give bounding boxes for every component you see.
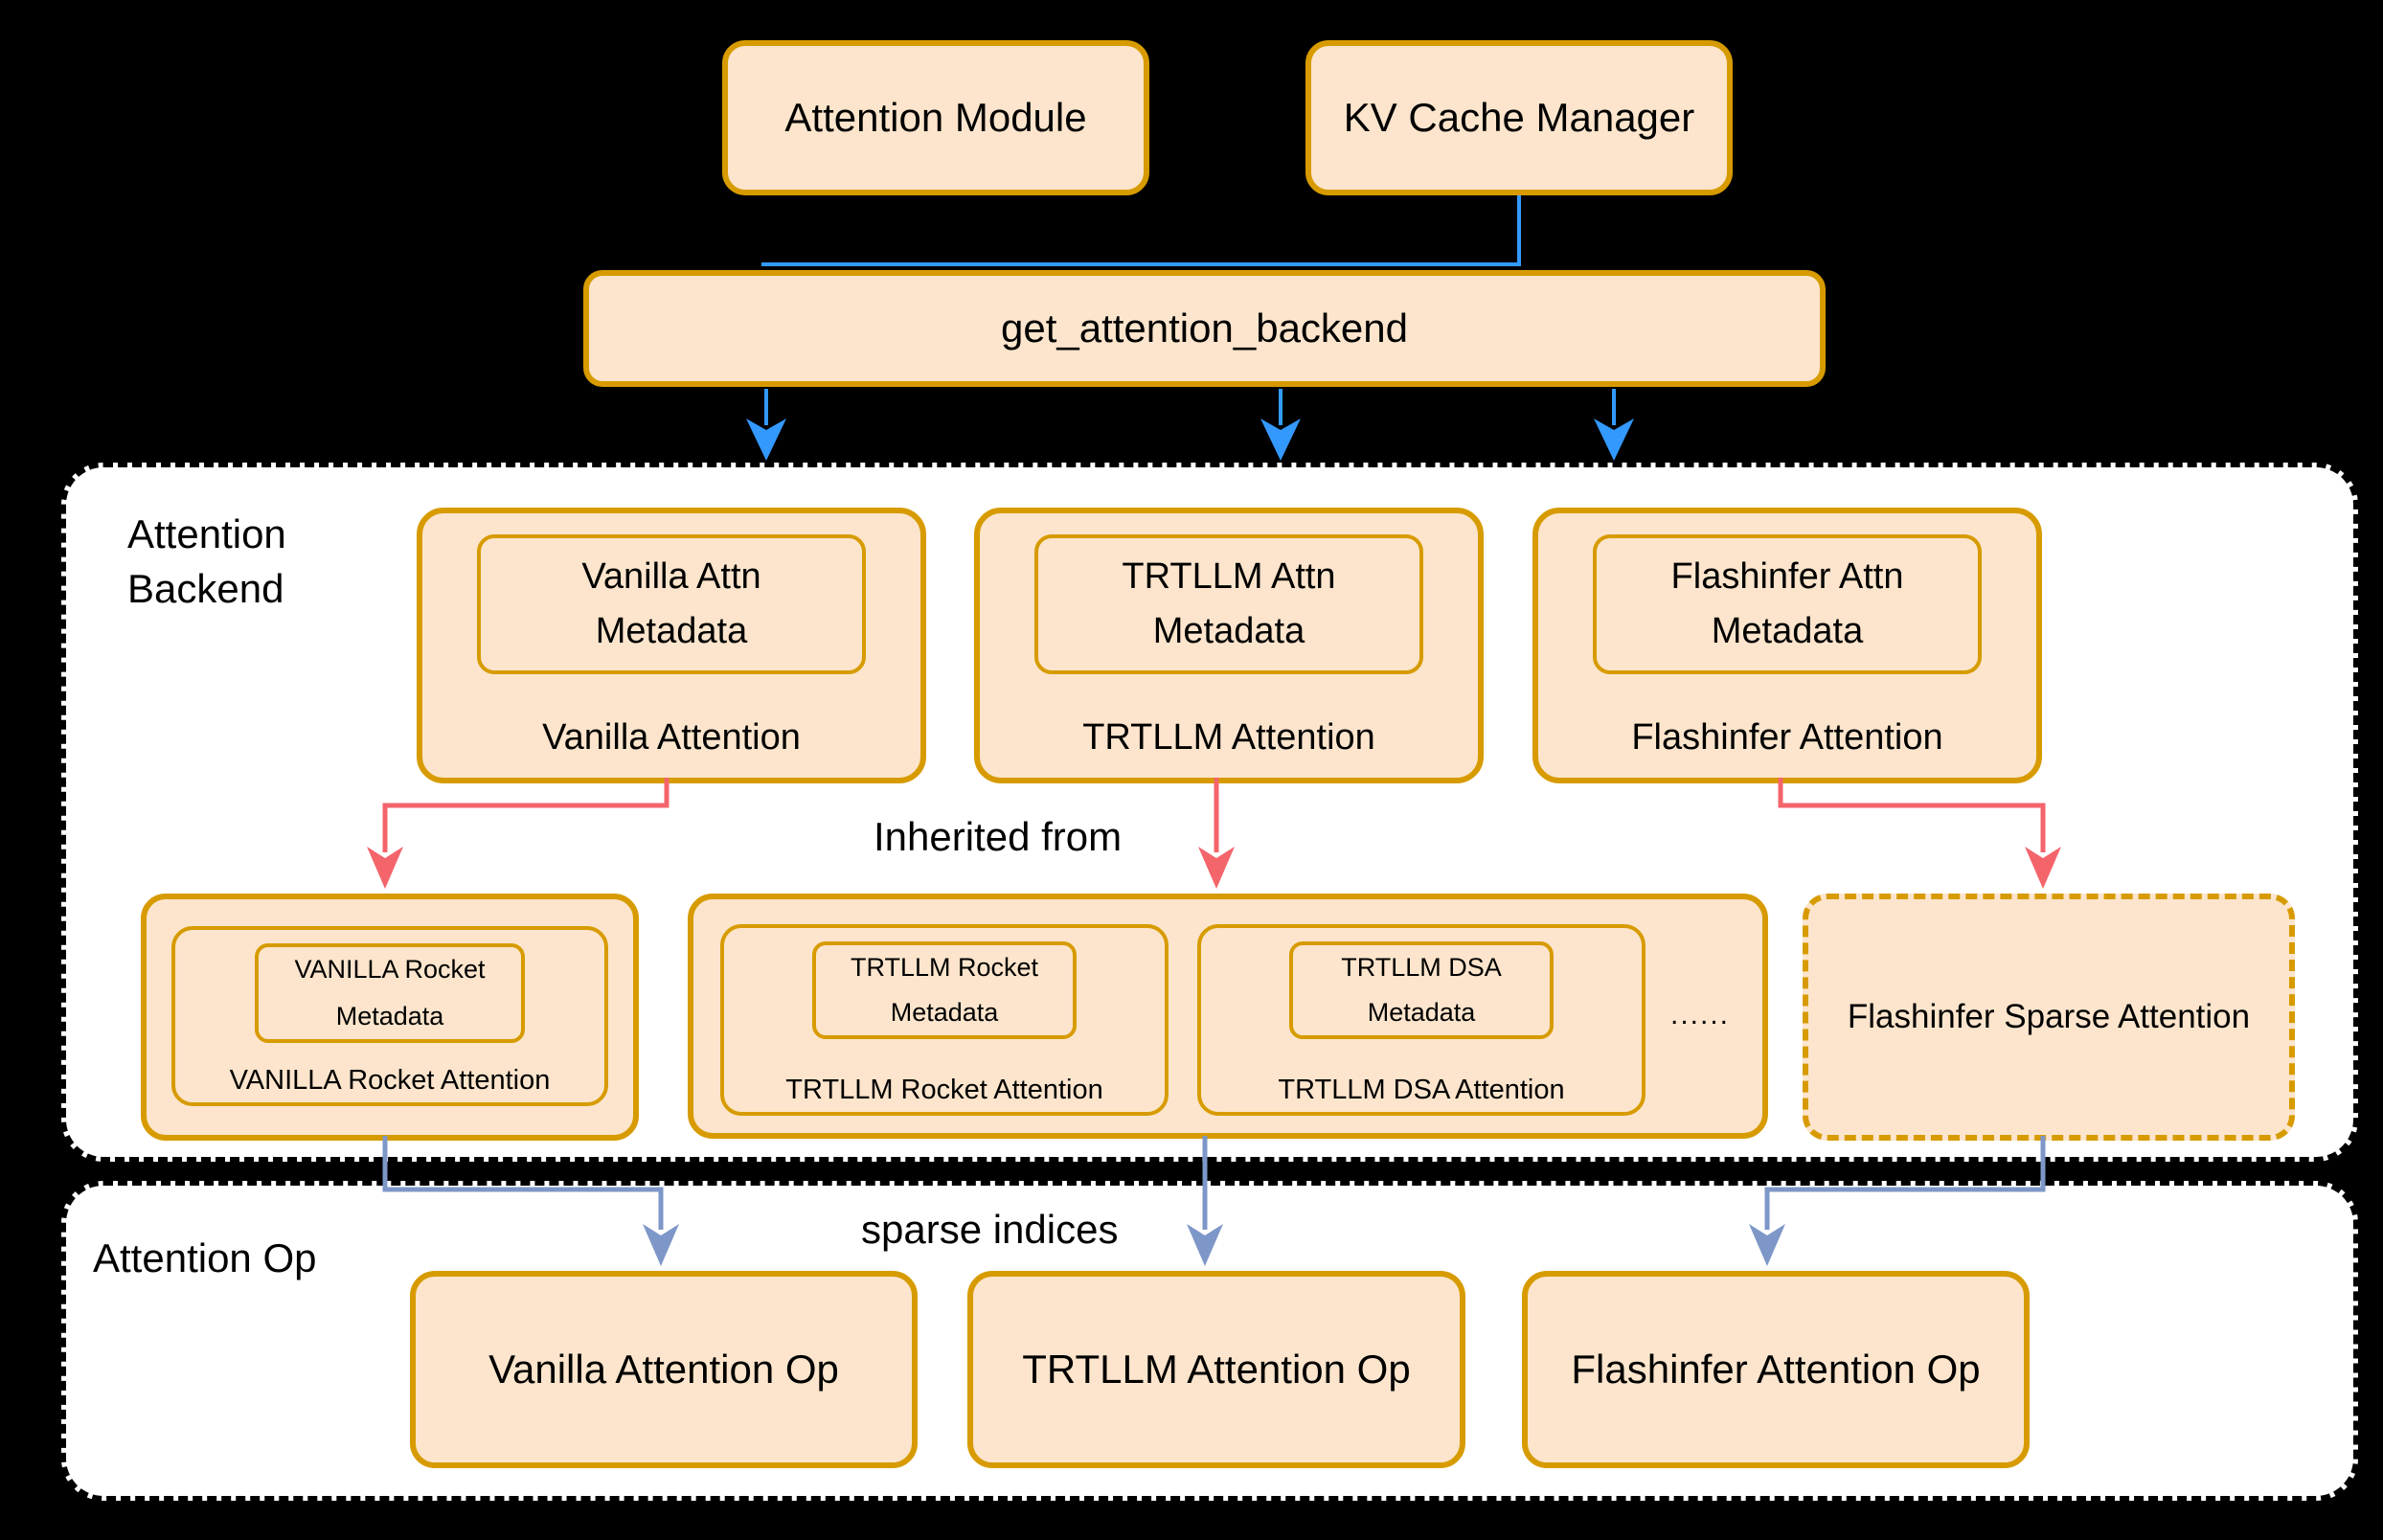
sparse-indices-label: sparse indices <box>861 1207 1119 1252</box>
trtllm-attention-op-box: TRTLLM Attention Op <box>967 1271 1465 1468</box>
flashinfer-sparse-attention-label: Flashinfer Sparse Attention <box>1847 998 2251 1035</box>
flashinfer-attn-metadata-line2: Metadata <box>1711 611 1864 651</box>
trtllm-attn-metadata-line1: TRTLLM Attn <box>1122 556 1336 597</box>
connector-kv-cache-to-backend <box>761 195 1521 266</box>
get-attention-backend-label: get_attention_backend <box>1000 306 1409 351</box>
trtllm-rocket-attention-box: TRTLLM Rocket Metadata TRTLLM Rocket Att… <box>720 924 1169 1116</box>
vanilla-rocket-outer-box: VANILLA Rocket Metadata VANILLA Rocket A… <box>141 894 639 1141</box>
vanilla-rocket-metadata-box: VANILLA Rocket Metadata <box>255 943 525 1043</box>
vanilla-rocket-attention-label: VANILLA Rocket Attention <box>229 1065 551 1096</box>
flashinfer-attention-box: Flashinfer Attn Metadata Flashinfer Atte… <box>1532 508 2042 783</box>
flashinfer-attn-metadata-line1: Flashinfer Attn <box>1670 556 1904 597</box>
arrowhead-to-vanilla <box>746 419 786 461</box>
trtllm-rocket-metadata-line2: Metadata <box>890 998 999 1027</box>
trtllm-dsa-attention-label: TRTLLM DSA Attention <box>1278 1075 1565 1105</box>
attention-module-label: Attention Module <box>784 95 1087 140</box>
trtllm-attention-label: TRTLLM Attention <box>1082 717 1375 758</box>
arrowhead-to-trtllm <box>1260 419 1301 461</box>
kv-cache-manager-label: KV Cache Manager <box>1343 95 1695 140</box>
vanilla-rocket-attention-box: VANILLA Rocket Metadata VANILLA Rocket A… <box>171 926 608 1106</box>
trtllm-rocket-attention-label: TRTLLM Rocket Attention <box>785 1075 1103 1105</box>
inherited-from-label: Inherited from <box>874 814 1123 859</box>
trtllm-rocket-metadata-line1: TRTLLM Rocket <box>850 953 1039 982</box>
get-attention-backend-box: get_attention_backend <box>583 270 1826 387</box>
trtllm-rocket-metadata-box: TRTLLM Rocket Metadata <box>812 941 1077 1039</box>
vanilla-attn-metadata-line1: Vanilla Attn <box>581 556 761 597</box>
attention-backend-title-line2: Backend <box>127 565 284 611</box>
flashinfer-attention-label: Flashinfer Attention <box>1631 717 1943 758</box>
trtllm-dsa-metadata-line1: TRTLLM DSA <box>1341 953 1502 982</box>
vanilla-rocket-metadata-line2: Metadata <box>335 1002 444 1030</box>
flashinfer-attn-metadata-box: Flashinfer Attn Metadata <box>1593 534 1982 674</box>
trtllm-attention-op-label: TRTLLM Attention Op <box>1022 1347 1411 1392</box>
vanilla-attention-op-box: Vanilla Attention Op <box>410 1271 918 1468</box>
trtllm-attn-metadata-box: TRTLLM Attn Metadata <box>1034 534 1423 674</box>
more-backends-ellipsis: ...... <box>1669 999 1730 1030</box>
vanilla-attention-op-label: Vanilla Attention Op <box>488 1347 839 1392</box>
kv-cache-manager-box: KV Cache Manager <box>1305 40 1733 195</box>
attention-backend-title-line1: Attention <box>127 511 286 556</box>
trtllm-dsa-metadata-line2: Metadata <box>1367 998 1476 1027</box>
vanilla-attention-label: Vanilla Attention <box>542 717 801 758</box>
vanilla-attention-box: Vanilla Attn Metadata Vanilla Attention <box>417 508 926 783</box>
trtllm-derived-group-box: TRTLLM Rocket Metadata TRTLLM Rocket Att… <box>688 894 1768 1139</box>
vanilla-attn-metadata-box: Vanilla Attn Metadata <box>477 534 866 674</box>
attention-backend-section-title: Attention Backend <box>127 508 286 616</box>
trtllm-attention-box: TRTLLM Attn Metadata TRTLLM Attention <box>974 508 1484 783</box>
attention-module-box: Attention Module <box>722 40 1149 195</box>
attention-op-section: Attention Op sparse indices Vanilla Atte… <box>61 1181 2358 1501</box>
flashinfer-sparse-attention-box: Flashinfer Sparse Attention <box>1803 894 2295 1141</box>
flashinfer-attention-op-box: Flashinfer Attention Op <box>1522 1271 2030 1468</box>
flashinfer-attention-op-label: Flashinfer Attention Op <box>1571 1347 1981 1392</box>
vanilla-attn-metadata-line2: Metadata <box>595 611 748 651</box>
trtllm-dsa-attention-box: TRTLLM DSA Metadata TRTLLM DSA Attention <box>1197 924 1645 1116</box>
trtllm-attn-metadata-line2: Metadata <box>1152 611 1305 651</box>
vanilla-rocket-metadata-line1: VANILLA Rocket <box>294 955 486 984</box>
attention-op-section-title: Attention Op <box>93 1235 317 1280</box>
arrowhead-attention-module <box>907 242 932 269</box>
trtllm-dsa-metadata-box: TRTLLM DSA Metadata <box>1289 941 1554 1039</box>
arrowhead-to-flashinfer <box>1594 419 1634 461</box>
attention-backend-section: Attention Backend Vanilla Attn Metadata … <box>61 463 2358 1162</box>
